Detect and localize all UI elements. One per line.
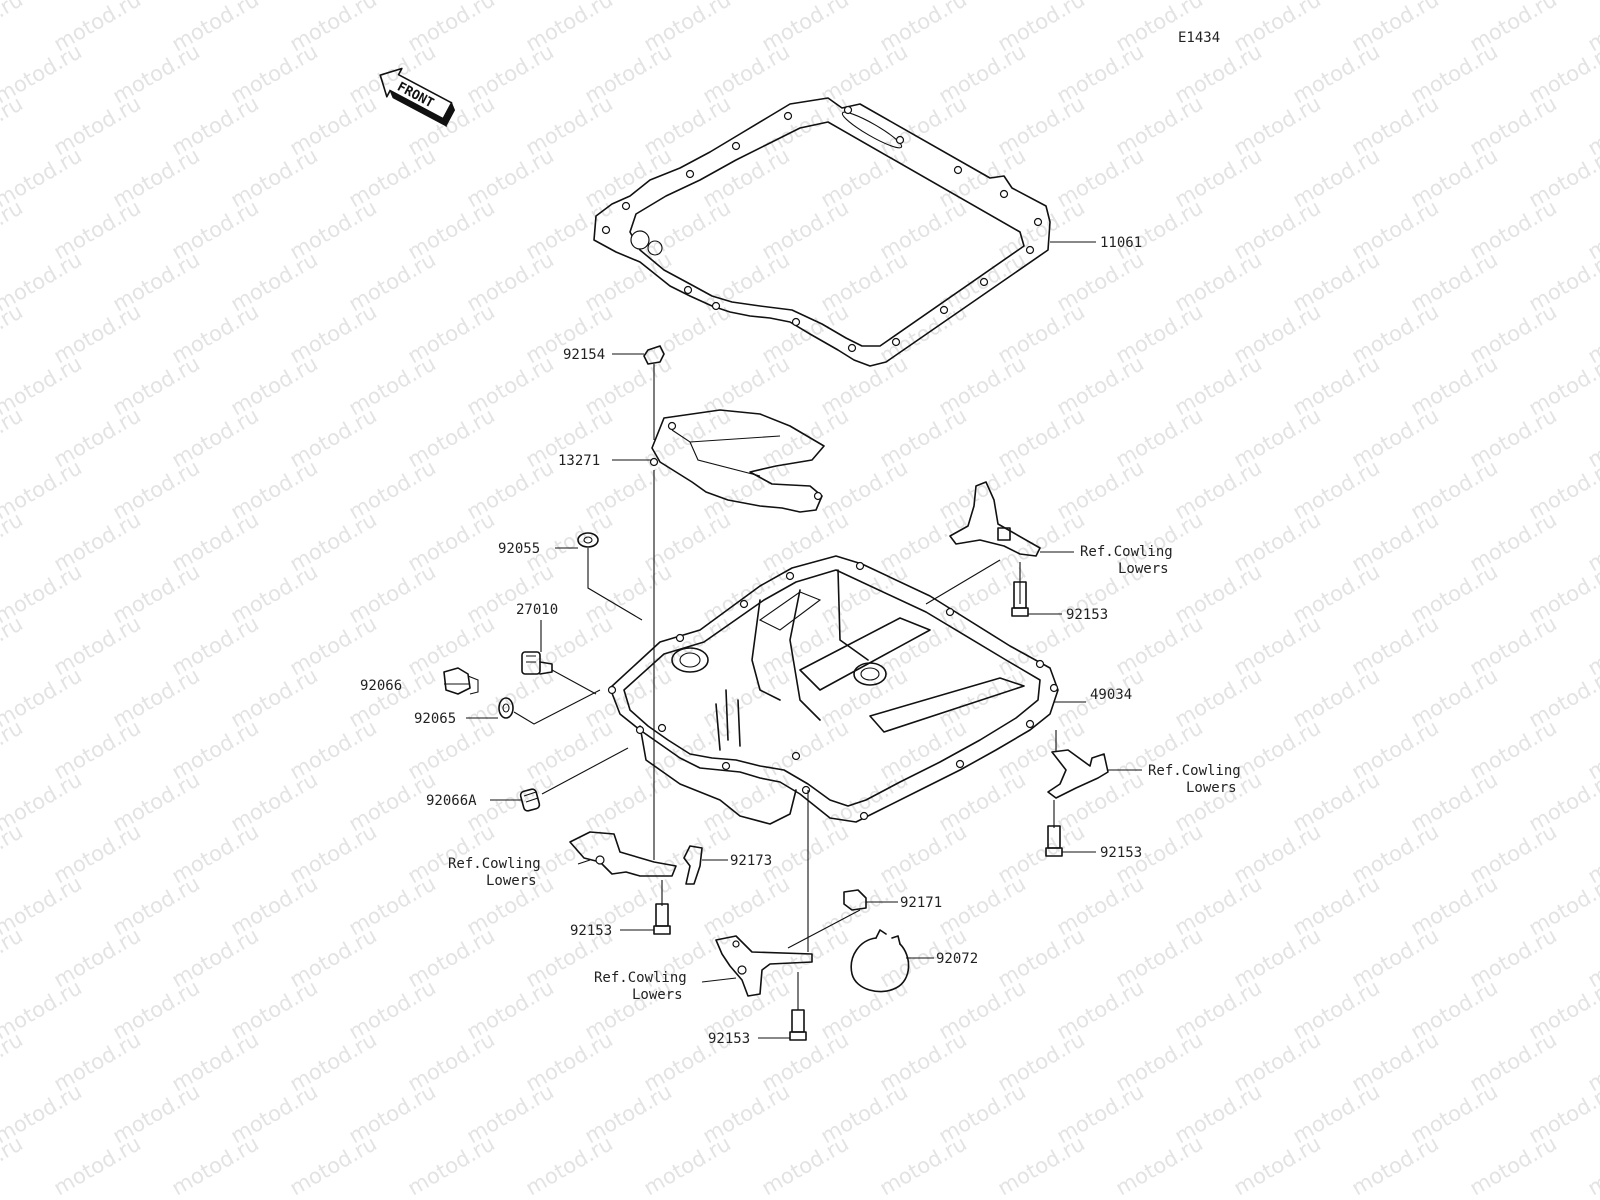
label-92153-d: 92153	[708, 1031, 750, 1047]
label-92066A: 92066A	[426, 793, 477, 809]
watermark-text: motod.ru	[0, 923, 27, 992]
watermark-text: motod.ru	[404, 1131, 499, 1200]
watermark-text: motod.ru	[0, 611, 27, 680]
label-92173: 92173	[730, 853, 772, 869]
watermark-text: motod.ru	[168, 1131, 263, 1200]
oil-pan-gasket	[593, 97, 1051, 367]
ref-note-1-line1: Ref.Cowling	[1080, 544, 1173, 560]
watermark-text: motod.ru	[0, 715, 27, 784]
watermark-text: motod.ru	[1466, 1131, 1561, 1200]
label-92066: 92066	[360, 678, 402, 694]
label-27010: 27010	[516, 602, 558, 618]
plate-13271	[649, 409, 825, 513]
watermark-text: motod.ru	[0, 195, 27, 264]
watermark-text: motod.ru	[0, 1131, 27, 1200]
oil-pressure-switch-27010	[521, 651, 597, 695]
ref-note-4-line2: Lowers	[632, 987, 683, 1003]
gasket-92065	[498, 689, 601, 725]
label-49034: 49034	[1090, 687, 1132, 703]
label-92171: 92171	[900, 895, 942, 911]
watermark-text: motod.ru	[50, 1131, 145, 1200]
label-92153-c: 92153	[570, 923, 612, 939]
clamp-92171	[843, 889, 898, 911]
bolt-92153-b	[1045, 800, 1096, 857]
oil-pan-49034	[607, 555, 1059, 825]
watermark-text: motod.ru	[758, 1131, 853, 1200]
watermark-text: motod.ru	[876, 1131, 971, 1200]
ref-note-2-line1: Ref.Cowling	[1148, 763, 1241, 779]
ref-note-3-line1: Ref.Cowling	[448, 856, 541, 872]
label-92154: 92154	[563, 347, 605, 363]
watermark-text: motod.ru	[286, 1131, 381, 1200]
watermark-text: motod.ru	[0, 299, 27, 368]
diagram-id: E1434	[1178, 30, 1220, 46]
bolt-92153-c	[620, 880, 671, 935]
bolt-92153-a	[1011, 562, 1062, 617]
label-92153-b: 92153	[1100, 845, 1142, 861]
drain-plug-92066	[443, 667, 479, 695]
plug-92066A	[519, 747, 629, 812]
bolt-92154	[643, 345, 665, 440]
label-11061: 11061	[1100, 235, 1142, 251]
label-92153-a: 92153	[1066, 607, 1108, 623]
watermark-text: motod.ru	[0, 507, 27, 576]
band-92072	[850, 929, 934, 993]
washer-92055	[577, 532, 643, 621]
watermark-text: motod.ru	[1584, 1131, 1600, 1200]
ref-note-3-line2: Lowers	[486, 873, 537, 889]
ref-note-2-line2: Lowers	[1186, 780, 1237, 796]
bracket-right	[1047, 701, 1142, 799]
watermark-text: motod.ru	[1348, 1131, 1443, 1200]
label-92065: 92065	[414, 711, 456, 727]
watermark-text: motod.ru	[0, 0, 27, 56]
bracket-upper-right	[925, 481, 1074, 605]
label-13271: 13271	[558, 453, 600, 469]
watermark-text: motod.ru	[0, 91, 27, 160]
bracket-left	[569, 831, 677, 877]
watermark-text: motod.ru	[522, 1131, 617, 1200]
bracket-bottom	[701, 790, 861, 997]
ref-note-4-line1: Ref.Cowling	[594, 970, 687, 986]
clip-92173	[683, 845, 728, 885]
label-92055: 92055	[498, 541, 540, 557]
watermark-text: motod.ru	[1112, 1131, 1207, 1200]
ref-note-1-line2: Lowers	[1118, 561, 1169, 577]
watermark-text: motod.ru	[0, 403, 27, 472]
label-92072: 92072	[936, 951, 978, 967]
bolt-92153-d	[758, 972, 807, 1041]
watermark-text: motod.ru	[0, 1027, 27, 1096]
watermark-text: motod.ru	[1230, 1131, 1325, 1200]
watermark-text: motod.ru	[640, 1131, 735, 1200]
watermark-text: motod.ru	[0, 819, 27, 888]
watermark-text: motod.ru	[994, 1131, 1089, 1200]
